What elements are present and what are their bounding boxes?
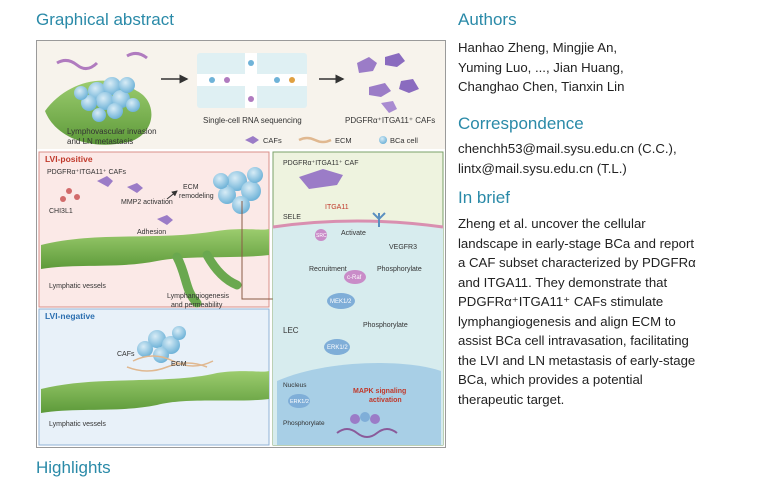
svg-text:and permeability: and permeability [171, 302, 223, 309]
legend-cafs: CAFs [263, 136, 282, 145]
lvi-negative-label: LVI-negative [45, 311, 95, 321]
mmp2-label: MMP2 activation [121, 199, 173, 206]
mapk-line2: activation [369, 397, 402, 404]
graphical-abstract-heading: Graphical abstract [36, 10, 174, 29]
mapk-line1: MAPK signaling [353, 388, 406, 395]
svg-text:remodeling: remodeling [179, 193, 214, 200]
in-brief-line: and ITGA11. They demonstrate that [458, 274, 668, 290]
caf-cells-icon [357, 53, 419, 113]
src-label: SRC [316, 233, 327, 239]
lymphangio-line1: Lymphangiogenesis [167, 293, 230, 300]
authors-line: Yuming Luo, ..., Jian Huang, [458, 59, 624, 75]
ecm-remodel-line1: ECM [183, 184, 199, 191]
in-brief-line: landscape in early-stage BCa and report [458, 235, 695, 251]
authors-line: Changhao Chen, Tianxin Lin [458, 79, 625, 94]
itga11-label: ITGA11 [325, 204, 349, 211]
in-brief-line: assist BCa cell intravasation, facilitat… [458, 333, 689, 348]
lec-label: LEC [283, 326, 299, 335]
top-mid-caption: Single-cell RNA sequencing [203, 116, 302, 125]
vegfr3-label: VEGFR3 [389, 244, 417, 251]
in-brief-heading: In brief [458, 188, 510, 207]
erk-label: ERK1/2 [327, 345, 348, 351]
top-left-caption-line2: and LN metastasis [67, 137, 133, 146]
phosphorylate-label-2: Phosphorylate [363, 322, 408, 329]
in-brief-text: Zheng et al. uncover the cellular landsc… [458, 214, 748, 409]
lvi-positive-panel: LVI-positive PDGFRα⁺ITGA11⁺ CAFs CHI3L1 … [38, 151, 270, 309]
svg-text:Lymphangiogenesis: Lymphangiogenesis [167, 293, 230, 300]
legend: CAFs ECM BCa cell [245, 136, 418, 145]
sele-label: SELE [283, 214, 301, 221]
figure-canvas: Lymphovascular invasion and LN metastasi… [37, 41, 445, 446]
ecm-remodel-line2: remodeling [179, 193, 214, 200]
pos-tumor-icon [213, 167, 263, 214]
ecm-legend-icon [298, 136, 332, 144]
highlights-heading: Highlights [36, 458, 111, 477]
mek-label: MEK1/2 [330, 299, 352, 305]
bca-legend-icon [379, 136, 387, 144]
pos-lymphatic-label: Lymphatic vessels [49, 283, 106, 290]
pos-caf-label: PDGFRα⁺ITGA11⁺ CAFs [47, 169, 126, 176]
svg-text:MAPK signaling: MAPK signaling [353, 388, 406, 395]
activate-label: Activate [341, 230, 366, 237]
email-link-chen[interactable]: chenchh53@mail.sysu.edu.cn (C.C.), [458, 141, 677, 156]
graphical-abstract-figure: Lymphovascular invasion and LN metastasi… [36, 40, 446, 448]
in-brief-line: lymphangiogenesis and align ECM to [458, 313, 676, 329]
svg-text:Lymphovascular invasion: Lymphovascular invasion [67, 127, 157, 136]
recruitment-label: Recruitment [309, 266, 347, 273]
in-brief-line: PDGFRα⁺ITGA11⁺ CAFs stimulate [458, 294, 664, 309]
tumor-cluster-icon [74, 77, 140, 122]
legend-ecm: ECM [335, 136, 352, 145]
authors-list: Hanhao Zheng, Mingjie An, Yuming Luo, ..… [458, 38, 748, 97]
lymphangio-line2: and permeability [171, 302, 223, 309]
pos-vessel-icon [41, 229, 269, 269]
lvi-positive-label: LVI-positive [45, 154, 93, 164]
in-brief-line: Zheng et al. uncover the cellular [458, 216, 646, 231]
scrnaseq-chip-icon [197, 53, 307, 108]
dna-icon [336, 428, 398, 438]
authors-heading: Authors [458, 10, 517, 29]
pathway-caf-label: PDGFRα⁺ITGA11⁺ CAF [283, 160, 358, 167]
in-brief-line: BCa, which provides a potential [458, 372, 643, 387]
svg-text:and LN metastasis: and LN metastasis [67, 137, 133, 146]
caf-legend-icon [245, 136, 259, 144]
svg-text:ECM: ECM [183, 184, 199, 191]
email-link-lin[interactable]: lintx@mail.sysu.edu.cn (T.L.) [458, 160, 627, 176]
top-right-caption: PDGFRα⁺ITGA11⁺ CAFs [345, 116, 435, 125]
neg-vessel-icon [41, 371, 269, 413]
nucleus-label: Nucleus [283, 382, 307, 389]
chi3l1-label: CHI3L1 [49, 208, 73, 215]
craf-label: c-Raf [347, 275, 362, 281]
neg-tumor-icon [137, 326, 186, 363]
neg-ecm-label: ECM [171, 361, 187, 368]
neg-caf-label: CAFs [117, 351, 135, 358]
pathway-panel: PDGFRα⁺ITGA11⁺ CAF ITGA11 SELE SRC Activ… [272, 151, 444, 446]
legend-bca: BCa cell [390, 136, 418, 145]
top-left-caption-line1: Lymphovascular invasion [67, 127, 157, 136]
in-brief-line: a CAF subset characterized by PDGFRα [458, 255, 696, 270]
adhesion-label: Adhesion [137, 229, 166, 236]
top-panel: Lymphovascular invasion and LN metastasi… [37, 41, 445, 149]
nucleus-icon [277, 362, 441, 445]
in-brief-line: the LVI and LN metastasis of early-stage [458, 352, 696, 368]
correspondence-list: chenchh53@mail.sysu.edu.cn (C.C.), lintx… [458, 139, 748, 178]
caf-cell-icon [299, 169, 343, 189]
neg-lymphatic-label: Lymphatic vessels [49, 421, 106, 428]
phosphorylate-label-1: Phosphorylate [377, 266, 422, 273]
phosphorylate-label-3: Phosphorylate [283, 420, 325, 427]
erk-nuclear-label: ERK1/2 [290, 399, 309, 405]
authors-line: Hanhao Zheng, Mingjie An, [458, 40, 618, 55]
in-brief-line: therapeutic target. [458, 391, 565, 407]
correspondence-heading: Correspondence [458, 114, 584, 133]
svg-text:activation: activation [369, 397, 402, 404]
lvi-negative-panel: LVI-negative CAFs ECM Lymphatic vessels [38, 308, 270, 446]
